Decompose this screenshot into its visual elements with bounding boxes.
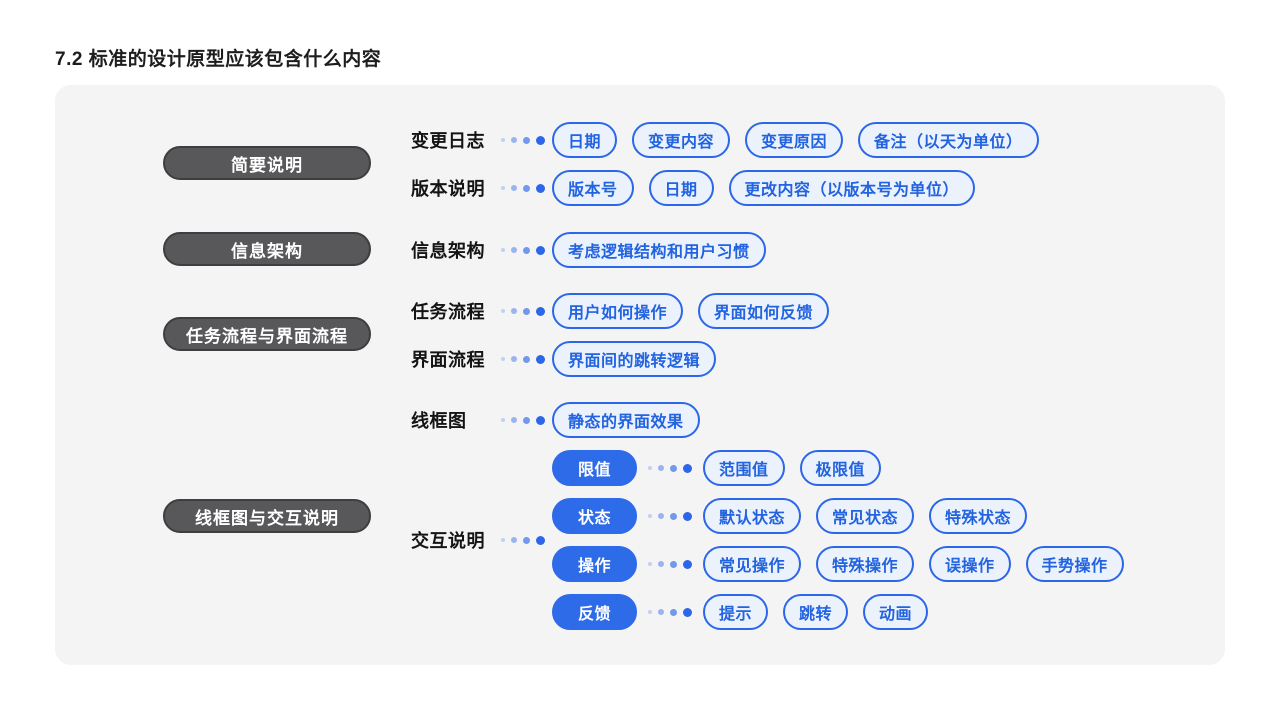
tag-pill: 变更内容 — [632, 122, 731, 158]
subrow-feedback: 反馈 提示 跳转 动画 — [552, 594, 929, 630]
filled-pill: 操作 — [552, 546, 637, 582]
tag-pill: 界面如何反馈 — [698, 293, 830, 329]
subrow-operations: 操作 常见操作 特殊操作 误操作 手势操作 — [552, 546, 1124, 582]
tag-pill: 日期 — [648, 170, 714, 206]
filled-pill: 反馈 — [552, 594, 637, 630]
connector-dots-wrap — [637, 559, 703, 569]
connector-dots-wrap — [637, 607, 703, 617]
tag-pill: 考虑逻辑结构和用户习惯 — [552, 232, 766, 268]
tag-pill: 手势操作 — [1025, 546, 1124, 582]
connector-dots-icon — [501, 183, 545, 193]
row-label: 交互说明 — [411, 531, 485, 551]
category-pill-architecture: 信息架构 — [163, 232, 371, 266]
pill-group: 常见操作 特殊操作 误操作 手势操作 — [703, 546, 1124, 582]
connector-dots-icon — [501, 354, 545, 364]
row-label: 任务流程 — [411, 302, 485, 322]
row-interaction-notes: 交互说明 — [411, 522, 552, 558]
category-pill-brief: 简要说明 — [163, 146, 371, 180]
row-label: 变更日志 — [411, 131, 485, 151]
filled-pill: 状态 — [552, 498, 637, 534]
connector-dots-icon — [501, 245, 545, 255]
tag-pill: 特殊操作 — [816, 546, 915, 582]
pill-group: 静态的界面效果 — [552, 402, 700, 438]
page-title: 7.2 标准的设计原型应该包含什么内容 — [55, 49, 382, 70]
row-task-flow: 任务流程 用户如何操作 界面如何反馈 — [411, 293, 830, 329]
row-head: 信息架构 — [411, 237, 552, 263]
pill-group: 版本号 日期 更改内容（以版本号为单位） — [552, 170, 976, 206]
row-head: 任务流程 — [411, 298, 552, 324]
row-change-log: 变更日志 日期 变更内容 变更原因 备注（以天为单位） — [411, 122, 1039, 158]
connector-dots-icon — [501, 306, 545, 316]
pill-group: 默认状态 常见状态 特殊状态 — [703, 498, 1028, 534]
subrow-limit-values: 限值 范围值 极限值 — [552, 450, 882, 486]
tag-pill: 常见操作 — [703, 546, 802, 582]
connector-dots-icon — [648, 559, 692, 569]
tag-pill: 默认状态 — [703, 498, 802, 534]
tag-pill: 极限值 — [799, 450, 882, 486]
row-label: 线框图 — [411, 411, 467, 431]
connector-dots-icon — [648, 607, 692, 617]
tag-pill: 范围值 — [703, 450, 785, 486]
connector-dots-icon — [648, 463, 692, 473]
pill-group: 考虑逻辑结构和用户习惯 — [552, 232, 766, 268]
filled-pill: 限值 — [552, 450, 637, 486]
tag-pill: 变更原因 — [745, 122, 844, 158]
row-version-notes: 版本说明 版本号 日期 更改内容（以版本号为单位） — [411, 170, 976, 206]
category-pill-wireframe: 线框图与交互说明 — [163, 499, 371, 533]
connector-dots-wrap — [637, 463, 703, 473]
tag-pill: 用户如何操作 — [552, 293, 684, 329]
tag-pill: 特殊状态 — [929, 498, 1028, 534]
connector-dots-icon — [501, 535, 545, 545]
tag-pill: 跳转 — [783, 594, 849, 630]
tag-pill: 日期 — [552, 122, 618, 158]
subrow-states: 状态 默认状态 常见状态 特殊状态 — [552, 498, 1028, 534]
tag-pill: 更改内容（以版本号为单位） — [728, 170, 976, 206]
tag-pill: 常见状态 — [816, 498, 915, 534]
content-panel: 简要说明 信息架构 任务流程与界面流程 线框图与交互说明 变更日志 日期 变更内… — [55, 85, 1225, 665]
row-head: 线框图 — [411, 407, 552, 433]
row-label: 界面流程 — [411, 350, 485, 370]
row-head: 变更日志 — [411, 127, 552, 153]
row-head: 版本说明 — [411, 175, 552, 201]
row-head: 交互说明 — [411, 527, 552, 553]
connector-dots-wrap — [637, 511, 703, 521]
pill-group: 界面间的跳转逻辑 — [552, 341, 717, 377]
connector-dots-icon — [501, 415, 545, 425]
tag-pill: 提示 — [703, 594, 769, 630]
pill-group: 提示 跳转 动画 — [703, 594, 929, 630]
tag-pill: 静态的界面效果 — [552, 402, 700, 438]
connector-dots-icon — [501, 135, 545, 145]
category-pill-flows: 任务流程与界面流程 — [163, 317, 371, 351]
tag-pill: 版本号 — [552, 170, 634, 206]
row-label: 版本说明 — [411, 179, 485, 199]
row-head: 界面流程 — [411, 346, 552, 372]
pill-group: 用户如何操作 界面如何反馈 — [552, 293, 830, 329]
tag-pill: 动画 — [863, 594, 929, 630]
tag-pill: 误操作 — [929, 546, 1011, 582]
row-wireframe: 线框图 静态的界面效果 — [411, 402, 700, 438]
row-info-architecture: 信息架构 考虑逻辑结构和用户习惯 — [411, 232, 766, 268]
tag-pill: 界面间的跳转逻辑 — [552, 341, 717, 377]
pill-group: 范围值 极限值 — [703, 450, 882, 486]
connector-dots-icon — [648, 511, 692, 521]
tag-pill: 备注（以天为单位） — [858, 122, 1039, 158]
pill-group: 日期 变更内容 变更原因 备注（以天为单位） — [552, 122, 1039, 158]
row-label: 信息架构 — [411, 241, 485, 261]
row-ui-flow: 界面流程 界面间的跳转逻辑 — [411, 341, 717, 377]
